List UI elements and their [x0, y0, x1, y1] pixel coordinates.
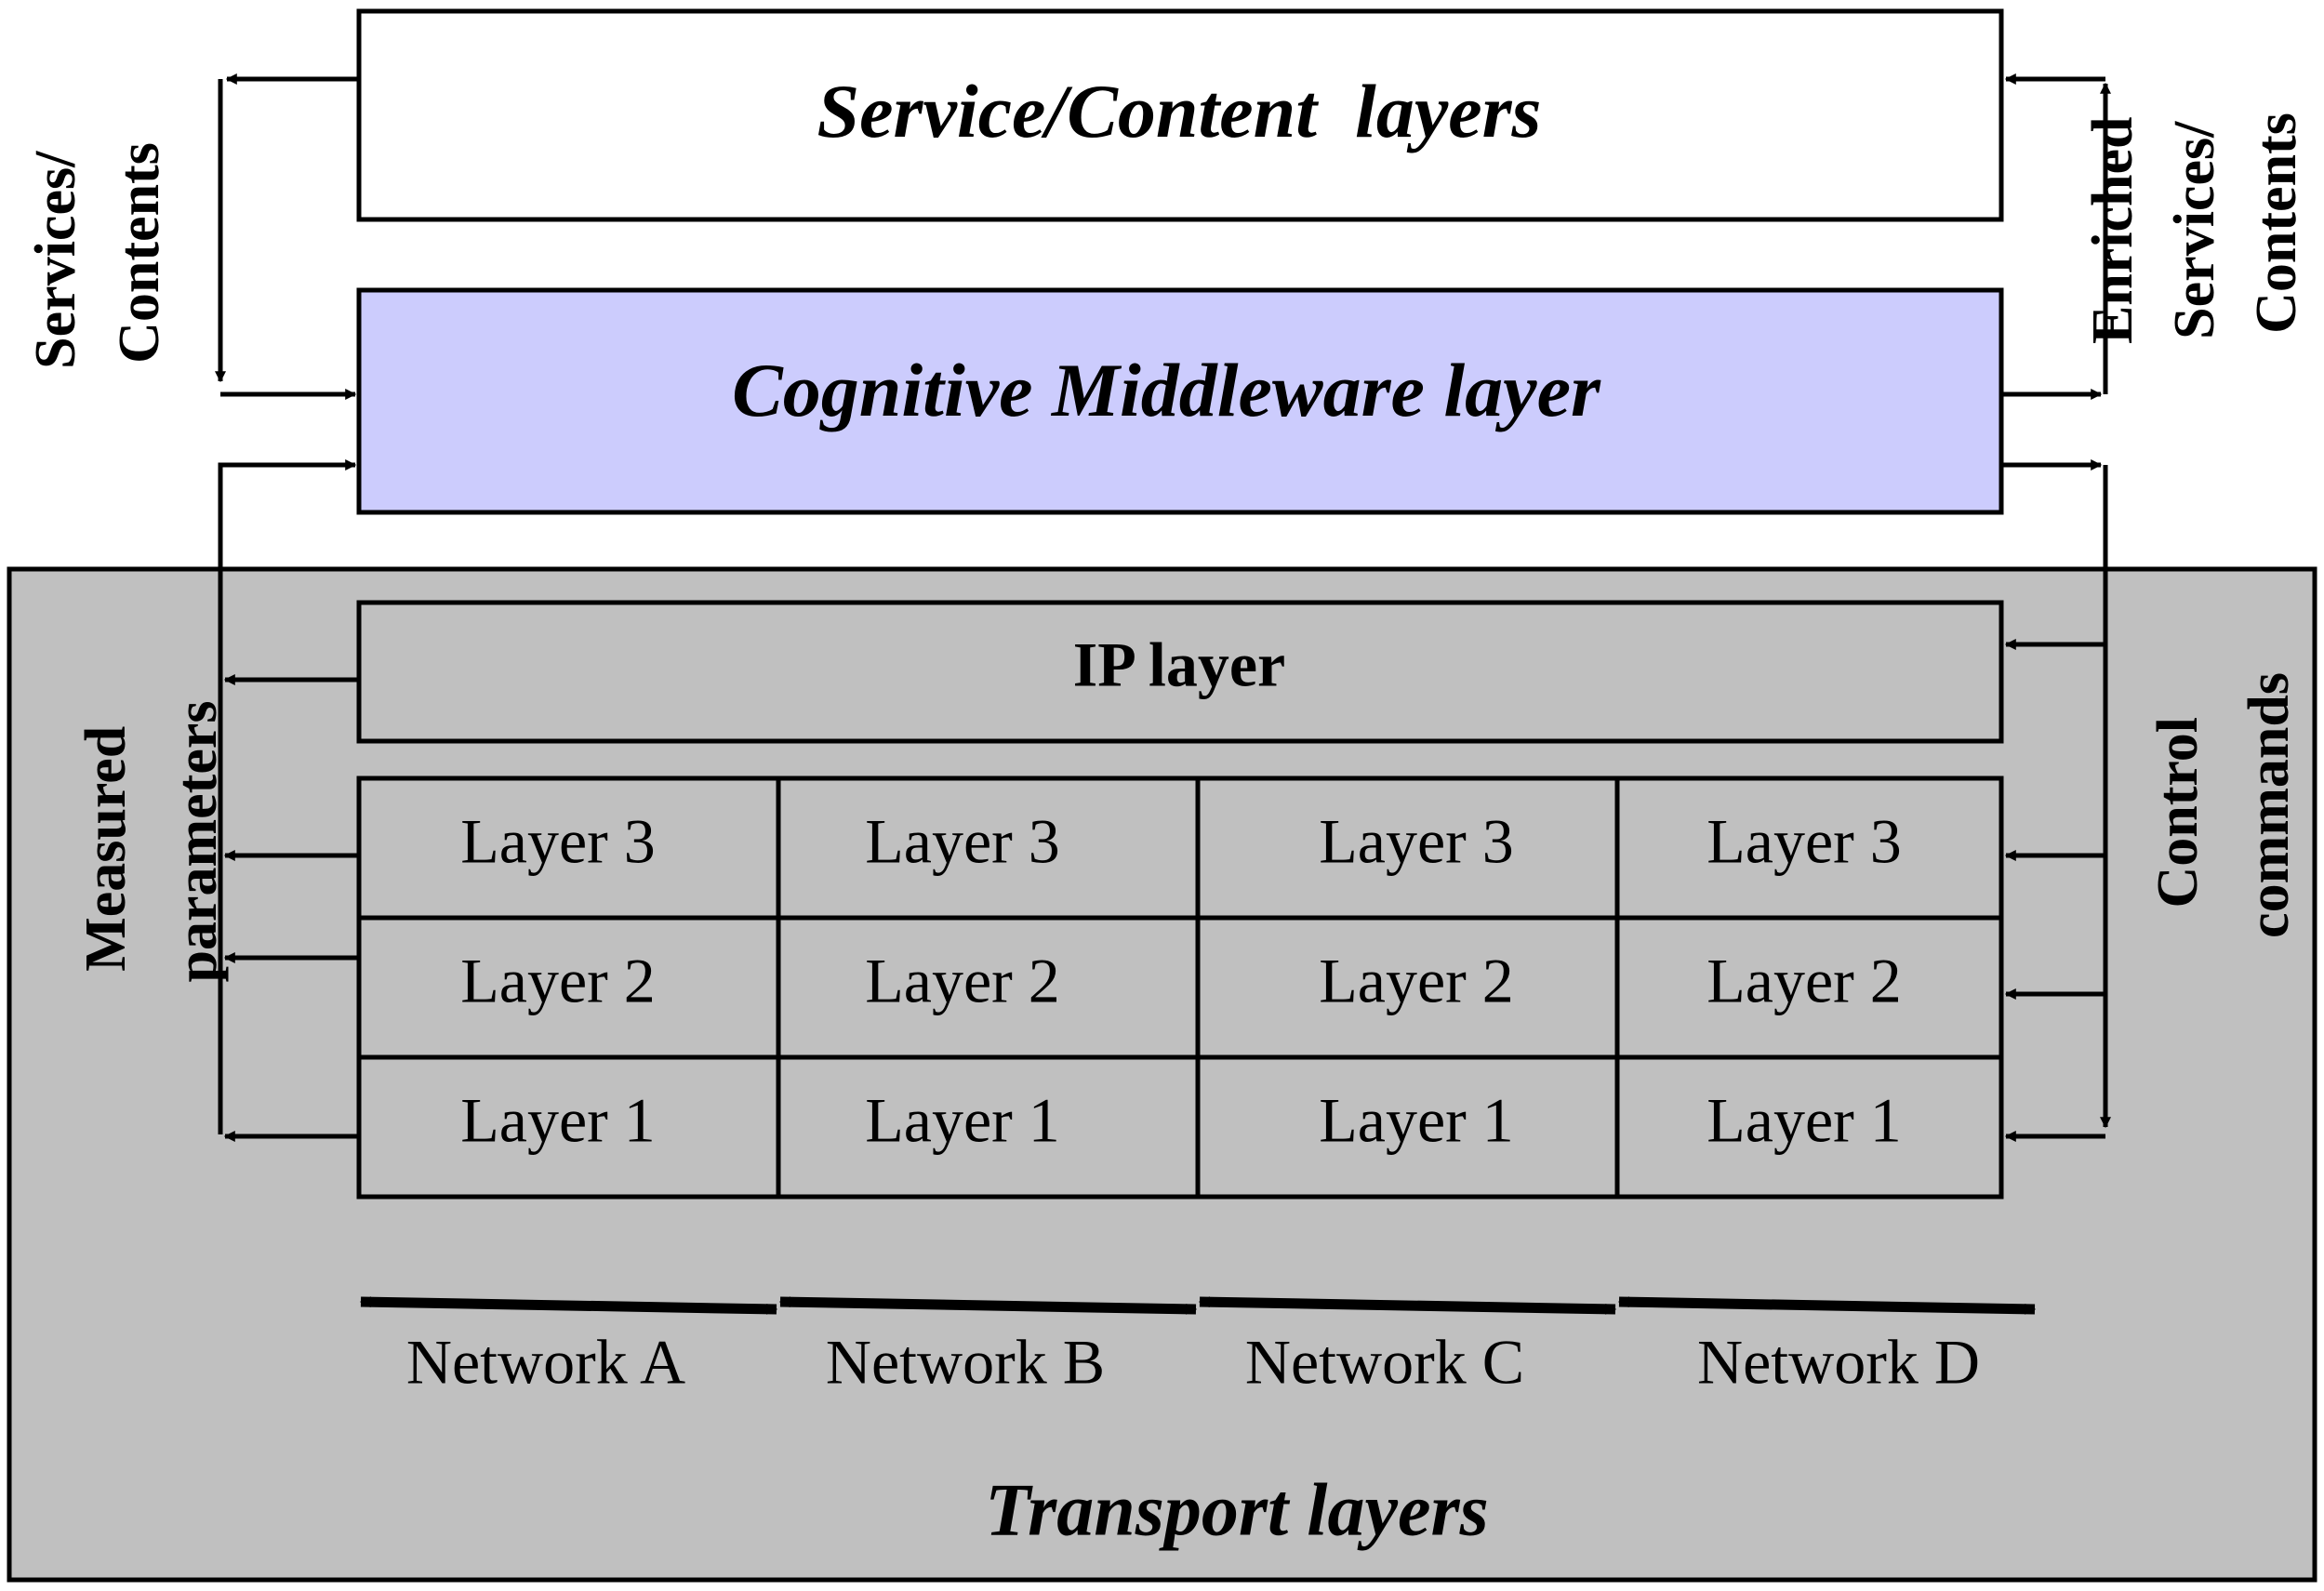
grid-cell-label: Layer 3: [1706, 806, 1902, 877]
left-connectors: [215, 73, 359, 1142]
cognitive-middleware-layer-box: [356, 287, 2004, 515]
right-connectors: [2001, 73, 2111, 1142]
grid-cell-label: Layer 2: [460, 946, 656, 1016]
grid-cell-label: Layer 2: [1319, 946, 1514, 1016]
ip-layer-box: [356, 600, 2004, 744]
grid-cell-label: Layer 2: [1706, 946, 1902, 1016]
service-content-layer-box: [356, 8, 2004, 222]
ip-layer-label: IP layer: [1073, 630, 1286, 700]
grid-cell-label: Layer 1: [865, 1085, 1060, 1156]
grid-cell-label: Layer 3: [1319, 806, 1514, 877]
network-label: Network C: [1245, 1327, 1524, 1398]
network-a-arrow: [359, 1296, 778, 1315]
layer-grid: [356, 776, 2004, 1200]
grid-cell-label: Layer 3: [460, 806, 656, 877]
enriched-services-contents-label: Enriched Services/ Contents: [2081, 102, 2308, 344]
grid-cell-label: Layer 1: [1319, 1085, 1514, 1156]
network-d-arrow: [1617, 1296, 2037, 1315]
network-label: Network D: [1697, 1327, 1980, 1398]
grid-cell-label: Layer 1: [460, 1085, 656, 1156]
network-label: Network B: [826, 1327, 1105, 1398]
network-label: Network A: [406, 1327, 685, 1398]
grid-cell-label: Layer 3: [865, 806, 1060, 877]
services-contents-label: Services/ Contents: [24, 137, 171, 369]
network-c-arrow: [1198, 1296, 1617, 1315]
control-commands-label: Control commands: [2146, 672, 2301, 938]
grid-cell-label: Layer 1: [1706, 1085, 1902, 1156]
transport-layers-label: Transport layers: [985, 1469, 1489, 1551]
network-b-arrow: [778, 1296, 1198, 1315]
service-content-layer-label: Service/Content layers: [817, 69, 1542, 153]
grid-cell-label: Layer 2: [865, 946, 1060, 1016]
cognitive-middleware-layer-label: Cognitive Middleware layer: [732, 348, 1601, 432]
measured-parameters-label: Measured parameters: [74, 701, 229, 983]
